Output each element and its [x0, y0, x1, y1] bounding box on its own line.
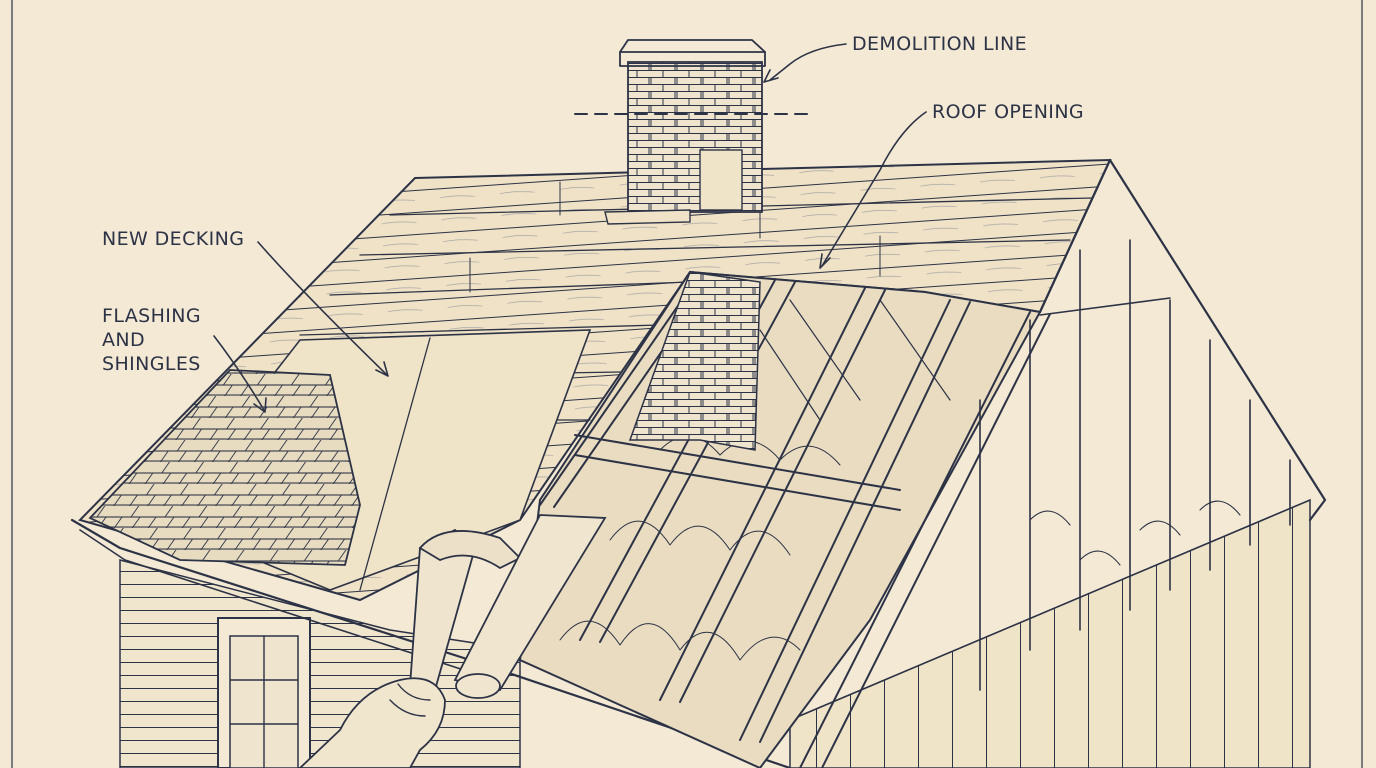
gable-end-wall	[789, 498, 1311, 768]
annotation-leaders	[213, 43, 927, 413]
rafters	[539, 273, 1051, 768]
chimney	[604, 39, 766, 225]
label-flashing-line1: FLASHING	[102, 305, 201, 327]
gutter	[70, 518, 792, 768]
underlayment-roll	[453, 514, 607, 699]
shingle-patch	[88, 369, 361, 566]
hand	[298, 677, 446, 768]
label-roof-opening: ROOF OPENING	[932, 101, 1084, 123]
window	[217, 617, 311, 768]
label-new-decking: NEW DECKING	[102, 228, 244, 250]
gable-framing	[979, 158, 1327, 691]
label-flashing-line3: SHINGLES	[102, 353, 201, 375]
chimney-lower-brick	[628, 271, 761, 451]
page-border	[11, 0, 1363, 768]
label-demolition-line: DEMOLITION LINE	[852, 33, 1027, 55]
label-flashing-line2: AND	[102, 329, 145, 351]
hammer-icon	[409, 528, 522, 692]
